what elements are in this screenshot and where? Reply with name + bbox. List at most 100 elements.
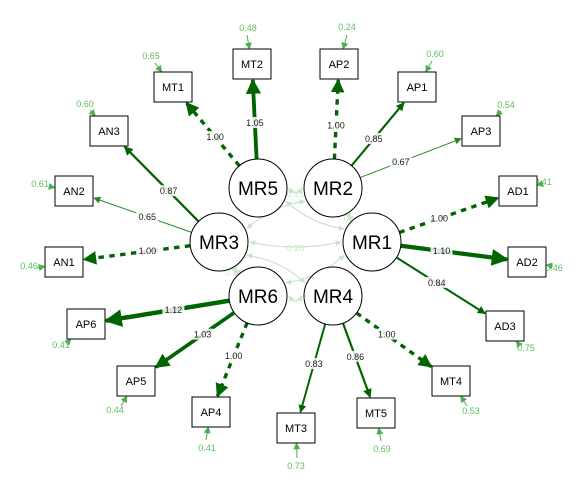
loading-MR1-AD2 xyxy=(400,243,509,266)
indicator-label: AP1 xyxy=(407,82,428,94)
factor-MR1: MR1 xyxy=(342,212,402,272)
residual-label-MT2: 0.48 xyxy=(239,23,257,33)
loading-label-bg xyxy=(425,276,448,288)
indicator-label: MT2 xyxy=(241,59,263,71)
loading-label-AP5: 1.03 xyxy=(194,330,212,340)
indicator-AP1: AP1 xyxy=(397,71,437,103)
loading-MR5-MT1 xyxy=(184,101,241,167)
indicator-box xyxy=(498,175,538,207)
loading-label-bg xyxy=(430,244,453,256)
loading-label-bg xyxy=(157,185,180,197)
loading-label-AP2: 1.00 xyxy=(327,120,345,130)
indicator-box xyxy=(191,396,231,428)
factor-MR5: MR5 xyxy=(228,158,288,218)
loading-MR4-MT4 xyxy=(355,311,433,369)
indicator-box xyxy=(319,48,359,80)
loading-MR1-AD1 xyxy=(398,195,500,235)
loading-label-MT3: 0.83 xyxy=(305,359,323,369)
residual-arrow-MT3 xyxy=(293,442,301,459)
loading-label-AD1: 1.00 xyxy=(430,214,448,224)
residual-label-AN2: 0.61 xyxy=(31,179,49,189)
loading-label-bg xyxy=(191,328,214,340)
indicator-box xyxy=(397,71,437,103)
indicator-AD1: AD1 xyxy=(498,175,538,207)
residual-label-AD2: 0.46 xyxy=(545,263,563,273)
indicator-label: AP4 xyxy=(201,407,222,419)
loading-label-AP3: 0.67 xyxy=(392,157,410,167)
residual-label-AD3: 0.75 xyxy=(517,343,535,353)
loading-label-AN1: 1.00 xyxy=(139,246,157,256)
residual-arrow-AP5 xyxy=(120,395,128,407)
loading-label-MT5: 0.86 xyxy=(347,352,365,362)
loading-label-AN2: 0.65 xyxy=(138,212,156,222)
indicator-AP3: AP3 xyxy=(461,115,501,147)
indicator-label: MT1 xyxy=(162,82,184,94)
loading-label-bg xyxy=(136,245,159,257)
loading-label-bg xyxy=(344,350,367,362)
loading-label-MT1: 1.00 xyxy=(206,132,224,142)
residual-arrow-AP4 xyxy=(203,426,211,441)
residual-arrow-AP2 xyxy=(341,34,349,50)
correlation-label: 0.28 xyxy=(287,243,305,253)
loading-label-AP6: 1.12 xyxy=(165,305,183,315)
indicator-MT1: MT1 xyxy=(153,71,193,103)
factor-MR3: MR3 xyxy=(189,212,249,272)
loading-label-bg xyxy=(162,303,185,315)
factor-label: MR1 xyxy=(352,233,392,254)
indicator-label: AD3 xyxy=(494,321,515,333)
residual-arrow-AN1 xyxy=(36,264,46,272)
indicator-label: MT4 xyxy=(440,376,462,388)
loading-label-bg xyxy=(204,131,227,143)
indicator-AD3: AD3 xyxy=(485,310,525,342)
loading-label-bg xyxy=(389,155,412,167)
factor-label: MR2 xyxy=(313,179,353,200)
residual-arrow-AD2 xyxy=(545,262,554,270)
indicator-box xyxy=(44,246,84,278)
indicator-AP4: AP4 xyxy=(191,396,231,428)
loading-MR3-AN1 xyxy=(82,244,191,265)
loading-MR3-AN3 xyxy=(123,145,200,223)
residual-label-AP4: 0.41 xyxy=(198,443,216,453)
indicator-AD2: AD2 xyxy=(507,246,547,278)
loading-label-bg xyxy=(222,350,245,362)
correlation-label: 0.21 xyxy=(225,268,243,278)
residual-label-AP5: 0.44 xyxy=(106,405,124,415)
residual-label-AP3: 0.54 xyxy=(497,100,515,110)
indicator-label: MT5 xyxy=(365,408,387,420)
residual-arrow-MT2 xyxy=(244,34,252,50)
factor-MR4: MR4 xyxy=(303,266,363,326)
factor-MR2: MR2 xyxy=(303,158,363,218)
residual-label-AN1: 0.46 xyxy=(20,261,38,271)
indicator-label: AD1 xyxy=(507,186,528,198)
residual-arrow-MT5 xyxy=(376,427,384,442)
correlation-MR6-MR4 xyxy=(288,295,303,303)
indicator-MT4: MT4 xyxy=(431,365,471,397)
indicator-box xyxy=(485,310,525,342)
indicator-box xyxy=(153,71,193,103)
factor-label: MR6 xyxy=(238,287,278,308)
indicator-box xyxy=(89,115,129,147)
residual-label-AN3: 0.60 xyxy=(76,99,94,109)
indicator-AN1: AN1 xyxy=(44,246,84,278)
loading-label-bg xyxy=(325,119,348,131)
factor-circle xyxy=(303,158,363,218)
indicator-box xyxy=(232,48,272,80)
residual-label-MT1: 0.65 xyxy=(142,51,160,61)
correlation-label: 0. xyxy=(344,214,352,224)
indicator-label: AP6 xyxy=(76,319,97,331)
correlation-MR4-MR3 xyxy=(246,253,306,284)
correlation-label: 0.21 xyxy=(287,189,305,199)
indicator-AN3: AN3 xyxy=(89,115,129,147)
indicator-box xyxy=(356,397,396,429)
loading-label-AP1: 0.85 xyxy=(365,134,383,144)
indicator-AN2: AN2 xyxy=(54,175,94,207)
factor-label: MR4 xyxy=(313,287,354,308)
indicator-label: AP3 xyxy=(471,126,492,138)
factor-circle xyxy=(189,212,249,272)
loading-label-MT2: 1.05 xyxy=(246,118,264,128)
factor-label: MR3 xyxy=(199,233,239,254)
